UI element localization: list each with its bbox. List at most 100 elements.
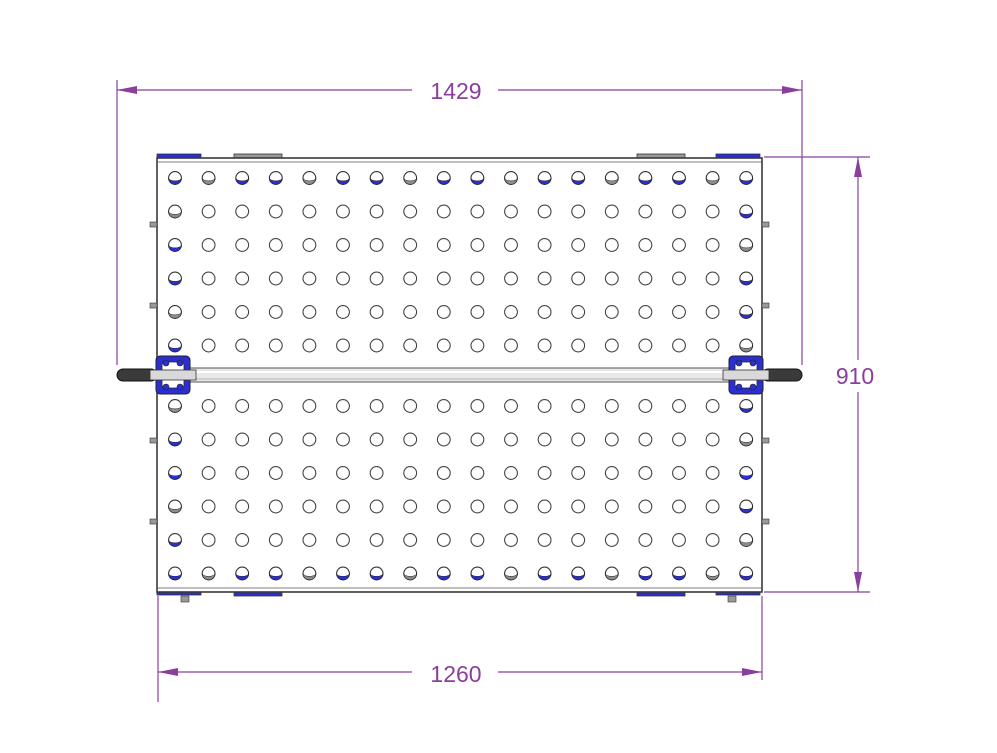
edge-hole	[168, 305, 182, 319]
hole	[268, 533, 283, 547]
handle-bracket-right	[722, 355, 770, 395]
hole	[705, 399, 720, 413]
edge-hole	[739, 171, 754, 185]
hole	[672, 238, 686, 252]
hole	[235, 338, 250, 353]
hole	[504, 271, 518, 286]
edge-hole	[168, 533, 182, 547]
hole	[268, 499, 283, 514]
edge-hole	[168, 338, 182, 353]
edge-hole	[168, 499, 182, 514]
edge-hole	[571, 171, 586, 185]
hole	[436, 399, 451, 413]
edge-hole	[739, 204, 754, 219]
edge-hole	[235, 566, 250, 581]
hole	[268, 271, 283, 286]
hole	[705, 533, 720, 547]
hole	[201, 466, 216, 480]
hole	[436, 204, 451, 219]
edge-hole	[168, 271, 182, 286]
hole	[705, 204, 720, 219]
hole	[403, 533, 418, 547]
hole	[369, 271, 384, 286]
hole	[268, 466, 283, 480]
hole	[268, 238, 283, 252]
dimension-label-overall-width: 1429	[430, 78, 481, 104]
edge-hole	[403, 566, 418, 581]
hole	[235, 305, 250, 319]
hole	[470, 271, 485, 286]
hole	[672, 432, 686, 447]
edge-hole	[168, 238, 182, 252]
hole	[672, 338, 686, 353]
edge-hole	[268, 171, 283, 185]
hole	[436, 305, 451, 319]
hole	[571, 432, 586, 447]
hole	[604, 238, 619, 252]
hole	[604, 271, 619, 286]
hole	[604, 204, 619, 219]
edge-hole	[739, 466, 754, 480]
hole	[201, 338, 216, 353]
hole	[504, 466, 518, 480]
hole	[403, 466, 418, 480]
hole	[537, 399, 552, 413]
hole	[403, 432, 418, 447]
hole	[705, 432, 720, 447]
edge-hole	[672, 171, 686, 185]
hole-grid	[168, 171, 754, 581]
hole	[403, 238, 418, 252]
edge-hole	[403, 171, 418, 185]
hole	[672, 271, 686, 286]
hole	[302, 432, 317, 447]
hole	[369, 238, 384, 252]
hole	[571, 271, 586, 286]
hole	[201, 432, 216, 447]
hole	[672, 305, 686, 319]
hole	[268, 338, 283, 353]
hole	[638, 499, 653, 514]
hole	[201, 499, 216, 514]
hole	[504, 432, 518, 447]
dimension-right: 910	[764, 156, 874, 593]
hole	[268, 399, 283, 413]
hole	[336, 533, 350, 547]
hole	[336, 432, 350, 447]
hole	[638, 238, 653, 252]
hole	[436, 432, 451, 447]
hole	[537, 432, 552, 447]
hole	[537, 238, 552, 252]
hole	[302, 466, 317, 480]
edge-hole	[739, 238, 754, 252]
hole	[235, 399, 250, 413]
edge-hole	[336, 566, 350, 581]
edge-hole	[235, 171, 250, 185]
hole	[436, 271, 451, 286]
edge-hole	[739, 566, 754, 581]
edge-hole	[168, 432, 182, 447]
hole	[604, 499, 619, 514]
hole	[403, 204, 418, 219]
edge-hole	[705, 566, 720, 581]
hole	[571, 238, 586, 252]
hole	[369, 533, 384, 547]
hole	[336, 271, 350, 286]
edge-hole	[168, 204, 182, 219]
hole	[268, 305, 283, 319]
push-handle[interactable]	[116, 355, 803, 395]
hole	[571, 305, 586, 319]
hole	[268, 204, 283, 219]
hole	[369, 204, 384, 219]
edge-hole	[571, 566, 586, 581]
edge-hole	[504, 566, 518, 581]
hole	[672, 499, 686, 514]
hole	[470, 432, 485, 447]
hole	[302, 399, 317, 413]
hole	[672, 399, 686, 413]
hole	[403, 271, 418, 286]
hole	[571, 533, 586, 547]
edge-hole	[302, 566, 317, 581]
hole	[504, 204, 518, 219]
edge-hole	[504, 171, 518, 185]
